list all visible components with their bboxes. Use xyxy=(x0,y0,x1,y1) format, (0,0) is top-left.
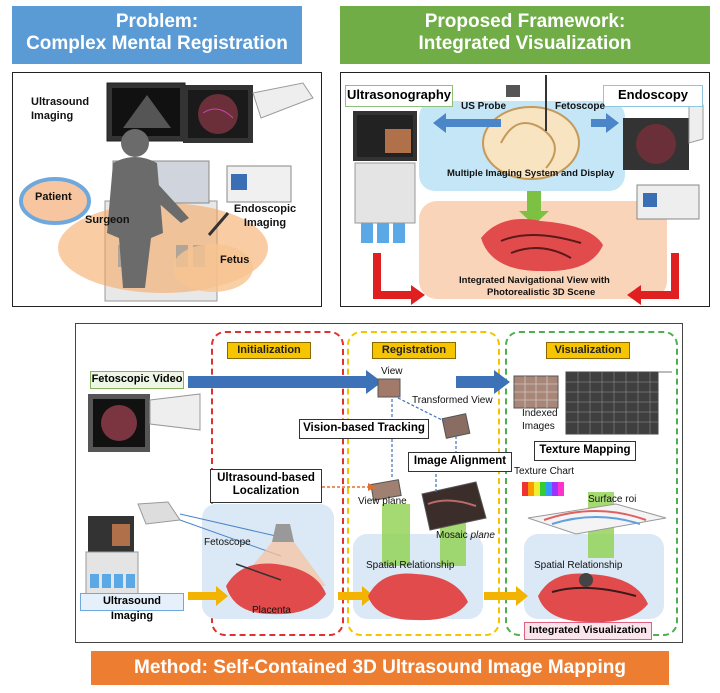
problem-surgeon-label: Surgeon xyxy=(85,214,130,226)
ultrasonography-label: Ultrasonography xyxy=(345,85,453,107)
indexed-images-label: Indexed Images xyxy=(522,408,562,433)
spatial-relationship-vis-label: Spatial Relationship xyxy=(534,560,623,571)
method-banner: Method: Self-Contained 3D Ultrasound Ima… xyxy=(91,651,669,685)
proposed-panel: Ultrasonography Endoscopy US Probe Fetos… xyxy=(340,72,710,307)
ultrasound-localization-box: Ultrasound-based Localization xyxy=(210,469,322,503)
fetoscope-method-label: Fetoscope xyxy=(204,537,251,548)
texture-chart-label: Texture Chart xyxy=(514,466,575,477)
view-label: View xyxy=(381,366,403,377)
problem-endoscopic-imaging-label: Endoscopic Imaging xyxy=(233,203,297,229)
ultrasound-localization-line1: Ultrasound-based xyxy=(217,472,315,484)
visualization-header: Visualization xyxy=(546,342,630,359)
integrated-visualization-box: Integrated Visualization xyxy=(524,622,652,640)
integrated-view-label-line1: Integrated Navigational View with xyxy=(459,275,610,286)
endoscopy-label: Endoscopy xyxy=(603,85,703,107)
indexed-images-line2: Images xyxy=(522,420,555,432)
initialization-header: Initialization xyxy=(227,342,311,359)
problem-ultrasound-imaging-label: Ultrasound Imaging xyxy=(31,96,90,122)
method-scene xyxy=(85,370,672,623)
mosaic-plane-text-a: Mosaic xyxy=(436,530,471,541)
problem-banner-line2: Complex Mental Registration xyxy=(26,33,288,54)
method-panel: Initialization Registration Visualizatio… xyxy=(75,323,683,643)
texture-mapping-box: Texture Mapping xyxy=(534,441,636,461)
transformed-view-label: Transformed View xyxy=(412,395,493,406)
surface-roi-label: Surface roi xyxy=(588,494,637,505)
ultrasound-localization-line2: Localization xyxy=(232,485,300,498)
proposed-banner-line1: Proposed Framework: xyxy=(424,11,626,32)
mosaic-plane-label: Mosaic plane xyxy=(436,530,495,541)
indexed-images-line1: Indexed xyxy=(522,408,558,419)
image-alignment-box: Image Alignment xyxy=(408,452,512,472)
ultrasound-imaging-box: Ultrasound Imaging xyxy=(80,593,184,622)
proposed-banner: Proposed Framework: Integrated Visualiza… xyxy=(340,6,710,64)
proposed-scene xyxy=(353,75,704,305)
registration-phase xyxy=(347,331,500,636)
problem-patient-label: Patient xyxy=(35,191,72,203)
proposed-banner-line2: Integrated Visualization xyxy=(418,33,632,54)
placenta-label: Placenta xyxy=(252,605,291,616)
fetoscopic-video-label: Fetoscopic Video xyxy=(90,371,184,389)
multiple-imaging-label: Multiple Imaging System and Display xyxy=(447,168,615,179)
integrated-view-label-line2: Photorealistic 3D Scene xyxy=(487,287,596,298)
vision-tracking-box: Vision-based Tracking xyxy=(299,419,429,439)
problem-banner-line1: Problem: xyxy=(115,11,199,32)
problem-fetus-label: Fetus xyxy=(220,254,250,266)
problem-scene xyxy=(19,82,314,302)
view-plane-label: View plane xyxy=(358,496,407,507)
us-probe-label: US Probe xyxy=(461,101,507,112)
mosaic-plane-text-b: plane xyxy=(470,530,495,541)
registration-header: Registration xyxy=(372,342,456,359)
problem-banner: Problem: Complex Mental Registration xyxy=(12,6,302,64)
problem-panel: Ultrasound Imaging Patient Surgeon Endos… xyxy=(12,72,322,307)
spatial-relationship-reg-label: Spatial Relationship xyxy=(366,560,455,571)
fetoscope-label: Fetoscope xyxy=(555,101,606,112)
